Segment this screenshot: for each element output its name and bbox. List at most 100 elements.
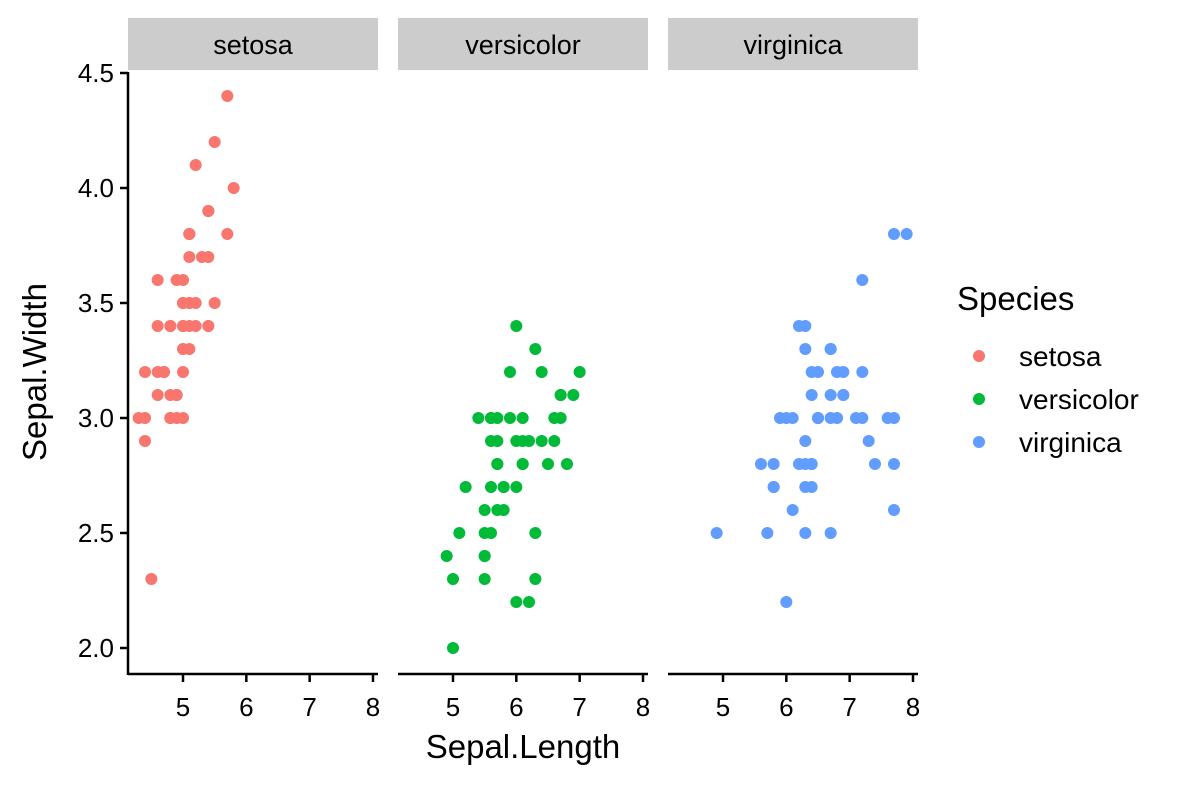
y-tick-label-4: 4.0: [78, 173, 114, 203]
facet-strip-versicolor: [398, 18, 648, 70]
y-tick-label-3: 3.0: [78, 403, 114, 433]
x-axis-title: Sepal.Length: [426, 728, 621, 765]
x-tick-label-setosa-6: 6: [239, 692, 253, 722]
data-point-virginica-0: [799, 343, 812, 355]
x-tick-label-versicolor-7: 7: [572, 692, 586, 722]
data-point-versicolor-18: [522, 596, 535, 608]
data-point-setosa-15: [221, 90, 234, 102]
data-point-virginica-23: [799, 481, 812, 493]
data-point-versicolor-9: [459, 481, 472, 493]
data-point-versicolor-41: [516, 412, 529, 424]
data-point-virginica-3: [799, 435, 812, 447]
facet-panel-versicolor: versicolor 5 6 7 8: [398, 18, 650, 722]
data-point-virginica-18: [887, 504, 900, 516]
data-point-versicolor-32: [497, 481, 510, 493]
x-tick-label-versicolor-5: 5: [446, 692, 460, 722]
legend-label-virginica: virginica: [1019, 427, 1122, 458]
data-point-virginica-19: [780, 596, 793, 608]
legend-key-versicolor: [973, 393, 985, 405]
data-point-virginica-41: [837, 389, 850, 401]
legend-label-setosa: setosa: [1019, 341, 1102, 372]
data-point-versicolor-42: [497, 504, 510, 516]
x-tick-label-virginica-8: 8: [906, 692, 920, 722]
data-point-setosa-45: [164, 412, 177, 424]
data-point-virginica-40: [824, 389, 837, 401]
legend-key-setosa: [973, 350, 985, 362]
data-point-setosa-8: [139, 435, 152, 447]
data-point-virginica-45: [824, 412, 837, 424]
data-point-virginica-46: [799, 527, 812, 539]
data-point-versicolor-49: [491, 458, 504, 470]
y-tick-label-4.5: 4.5: [78, 58, 114, 88]
data-point-setosa-41: [145, 573, 158, 585]
data-point-virginica-33: [799, 458, 812, 470]
legend-title: Species: [957, 280, 1074, 317]
x-tick-label-setosa-8: 8: [366, 692, 380, 722]
data-point-setosa-37: [170, 274, 183, 286]
x-tick-label-virginica-6: 6: [779, 692, 793, 722]
data-point-virginica-9: [856, 274, 869, 286]
data-point-setosa-38: [139, 412, 152, 424]
y-axis-title: Sepal.Width: [16, 283, 53, 461]
data-point-virginica-37: [805, 389, 818, 401]
data-point-virginica-15: [805, 366, 818, 378]
data-point-setosa-6: [151, 320, 164, 332]
data-point-versicolor-34: [472, 412, 485, 424]
data-point-setosa-25: [177, 412, 189, 424]
data-point-virginica-17: [887, 228, 900, 240]
data-point-versicolor-4: [541, 458, 554, 470]
x-tick-label-versicolor-6: 6: [509, 692, 523, 722]
data-point-setosa-32: [189, 159, 202, 171]
data-point-setosa-48: [195, 251, 208, 263]
data-point-versicolor-6: [529, 343, 542, 355]
data-point-setosa-27: [189, 297, 202, 309]
data-point-setosa-49: [177, 343, 189, 355]
data-point-versicolor-44: [484, 481, 497, 493]
facet-strip-setosa: [128, 18, 378, 70]
data-point-setosa-36: [208, 297, 221, 309]
data-point-versicolor-39: [478, 527, 491, 539]
data-point-virginica-14: [767, 458, 780, 470]
data-point-virginica-7: [862, 435, 875, 447]
y-axis: 2.02.53.03.54.04.5: [78, 58, 130, 675]
data-point-versicolor-28: [510, 435, 523, 447]
data-point-virginica-31: [900, 228, 913, 240]
x-tick-label-virginica-5: 5: [716, 692, 730, 722]
data-point-virginica-48: [792, 320, 805, 332]
y-tick-label-2: 2.0: [78, 633, 114, 663]
data-point-setosa-21: [183, 251, 196, 263]
data-point-versicolor-2: [567, 389, 580, 401]
data-point-virginica-13: [761, 527, 774, 539]
data-point-setosa-14: [227, 182, 240, 194]
data-point-versicolor-0: [573, 366, 586, 378]
data-point-versicolor-43: [447, 573, 459, 585]
x-tick-label-versicolor-8: 8: [636, 692, 650, 722]
data-point-setosa-46: [183, 228, 196, 240]
x-tick-label-virginica-7: 7: [842, 692, 856, 722]
y-tick-label-3.5: 3.5: [78, 288, 114, 318]
data-point-versicolor-11: [503, 412, 516, 424]
data-point-versicolor-40: [478, 504, 491, 516]
data-point-versicolor-12: [510, 596, 523, 608]
data-point-versicolor-1: [535, 366, 548, 378]
data-point-setosa-22: [151, 274, 164, 286]
data-point-versicolor-22: [529, 527, 542, 539]
data-point-setosa-35: [177, 366, 189, 378]
data-point-versicolor-47: [522, 435, 535, 447]
x-tick-label-setosa-5: 5: [176, 692, 190, 722]
data-point-versicolor-27: [554, 412, 567, 424]
data-point-versicolor-31: [478, 550, 491, 562]
data-point-setosa-47: [151, 366, 164, 378]
data-point-versicolor-36: [554, 389, 567, 401]
facet-strip-label-virginica: virginica: [743, 30, 843, 60]
data-point-setosa-43: [177, 297, 189, 309]
data-point-versicolor-33: [510, 481, 523, 493]
facet-strip-label-versicolor: versicolor: [465, 30, 581, 60]
data-point-virginica-25: [856, 366, 869, 378]
data-point-versicolor-8: [548, 435, 561, 447]
data-point-virginica-35: [887, 412, 900, 424]
